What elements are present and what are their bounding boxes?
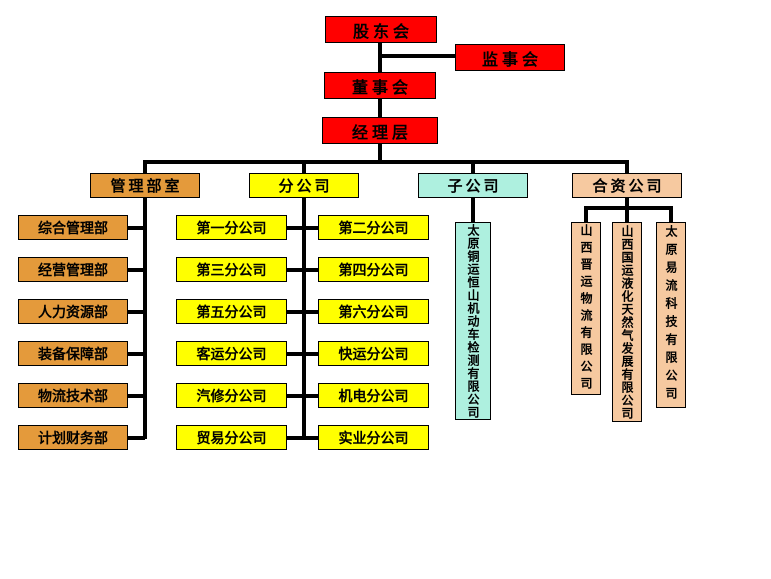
connector-line bbox=[378, 143, 382, 164]
header-subsidiaries: 子公司 bbox=[418, 173, 528, 198]
connector-line bbox=[302, 160, 306, 174]
joint-venture-label: 山西晋运物流有限公司 bbox=[579, 223, 593, 394]
node-branch-company: 第三分公司 bbox=[176, 257, 287, 282]
node-department: 装备保障部 bbox=[18, 341, 128, 366]
connector-line bbox=[584, 206, 588, 223]
node-branch-company: 快运分公司 bbox=[318, 341, 429, 366]
connector-line bbox=[287, 226, 318, 230]
connector-line bbox=[302, 197, 306, 439]
connector-line bbox=[625, 206, 629, 223]
connector-line bbox=[128, 394, 145, 398]
node-branch-company: 第四分公司 bbox=[318, 257, 429, 282]
node-department: 综合管理部 bbox=[18, 215, 128, 240]
header-joint-ventures: 合资公司 bbox=[572, 173, 682, 198]
connector-line bbox=[128, 226, 145, 230]
joint-venture-label: 太原易流科技有限公司 bbox=[664, 225, 678, 405]
node-department: 计划财务部 bbox=[18, 425, 128, 450]
node-joint-venture: 山西晋运物流有限公司 bbox=[571, 222, 601, 395]
node-branch-company: 实业分公司 bbox=[318, 425, 429, 450]
node-branch-company: 第六分公司 bbox=[318, 299, 429, 324]
connector-line bbox=[143, 160, 147, 174]
connector-line bbox=[378, 42, 382, 74]
node-subsidiary: 太原铜运恒山机动车检测有限公司 bbox=[455, 222, 491, 420]
connector-line bbox=[625, 197, 629, 208]
connector-line bbox=[380, 54, 456, 58]
joint-venture-label: 山西国运液化天然气发展有限公司 bbox=[620, 224, 634, 420]
header-departments: 管理部室 bbox=[90, 173, 200, 198]
connector-line bbox=[287, 436, 318, 440]
connector-line bbox=[669, 206, 673, 223]
node-department: 经营管理部 bbox=[18, 257, 128, 282]
subsidiary-label: 太原铜运恒山机动车检测有限公司 bbox=[466, 223, 480, 419]
connector-line bbox=[128, 268, 145, 272]
node-branch-company: 第五分公司 bbox=[176, 299, 287, 324]
connector-line bbox=[128, 436, 145, 440]
connector-line bbox=[143, 197, 147, 439]
node-board-of-directors: 董事会 bbox=[324, 72, 436, 99]
node-joint-venture: 山西国运液化天然气发展有限公司 bbox=[612, 222, 642, 422]
node-branch-company: 机电分公司 bbox=[318, 383, 429, 408]
connector-line bbox=[143, 160, 629, 164]
connector-line bbox=[287, 310, 318, 314]
connector-line bbox=[625, 160, 629, 174]
node-branch-company: 贸易分公司 bbox=[176, 425, 287, 450]
connector-line bbox=[128, 310, 145, 314]
node-branch-company: 第一分公司 bbox=[176, 215, 287, 240]
header-branch-companies: 分公司 bbox=[249, 173, 359, 198]
connector-line bbox=[287, 352, 318, 356]
connector-line bbox=[287, 394, 318, 398]
node-branch-company: 客运分公司 bbox=[176, 341, 287, 366]
node-branch-company: 汽修分公司 bbox=[176, 383, 287, 408]
connector-line bbox=[471, 160, 475, 174]
node-department: 物流技术部 bbox=[18, 383, 128, 408]
node-department: 人力资源部 bbox=[18, 299, 128, 324]
connector-line bbox=[128, 352, 145, 356]
node-shareholders-meeting: 股东会 bbox=[325, 16, 437, 43]
connector-line bbox=[471, 197, 475, 223]
node-supervisory-board: 监事会 bbox=[455, 44, 565, 71]
node-management-level: 经理层 bbox=[322, 117, 438, 144]
connector-line bbox=[378, 98, 382, 118]
connector-line bbox=[287, 268, 318, 272]
node-joint-venture: 太原易流科技有限公司 bbox=[656, 222, 686, 408]
node-branch-company: 第二分公司 bbox=[318, 215, 429, 240]
